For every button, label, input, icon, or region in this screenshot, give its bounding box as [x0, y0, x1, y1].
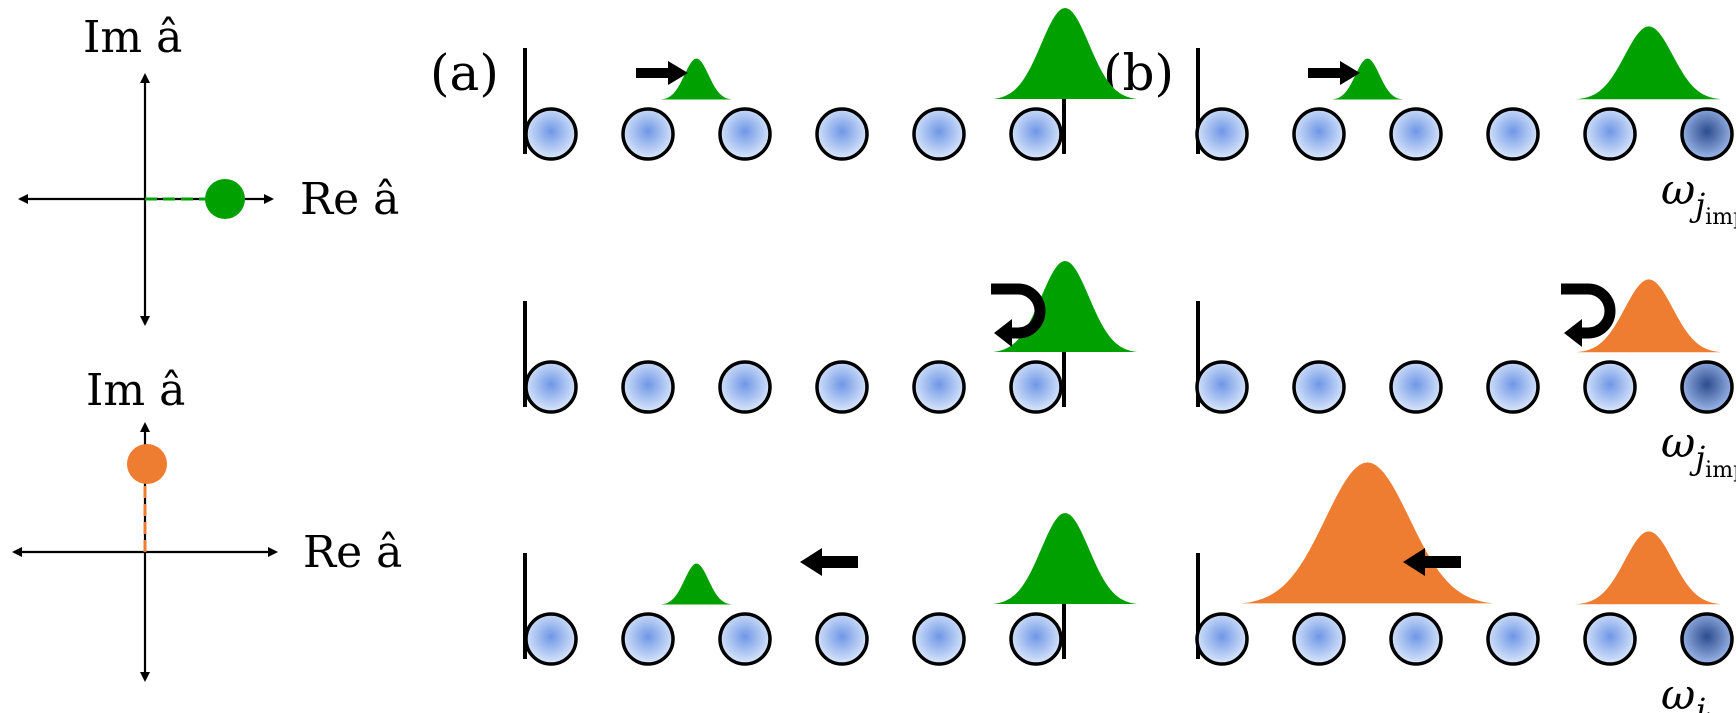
impurity-label-subsub: imp — [1705, 710, 1736, 713]
lattice-site — [1486, 360, 1540, 414]
phase-plot-top-y-arrow-bottom — [140, 316, 150, 326]
impurity-label-omega: ω — [1661, 418, 1695, 467]
wavepacket-green — [1576, 26, 1721, 100]
lattice-site — [1389, 360, 1443, 414]
arrow-right-head — [668, 61, 688, 85]
phase-plot-bottom-x-arrow-left — [12, 547, 22, 557]
lattice-site — [524, 612, 578, 666]
impurity-label-subsub: imp — [1705, 458, 1736, 483]
phase-plot-bottom: Im â Re â — [12, 365, 402, 682]
lattice-site — [1195, 107, 1249, 161]
phase-plot-top: Im â Re â — [18, 12, 399, 326]
lattice-site — [621, 360, 675, 414]
lattice-site — [1486, 107, 1540, 161]
phase-plot-bottom-re-label: Re â — [303, 527, 402, 578]
wavepacket-orange — [1241, 462, 1494, 604]
wavepacket-green — [993, 8, 1138, 99]
lattice-site — [815, 612, 869, 666]
return-arrow-head — [1564, 319, 1582, 347]
phase-plot-bottom-point — [127, 444, 167, 484]
lattice-site — [1486, 612, 1540, 666]
impurity-label-omega: ω — [1661, 165, 1695, 214]
wavepacket-green — [1331, 58, 1404, 100]
phase-plot-top-x-arrow-left — [18, 194, 28, 204]
wavepacket-orange — [1576, 279, 1721, 353]
phase-plot-top-x-arrow-right — [264, 194, 274, 204]
phase-plot-top-re-label: Re â — [300, 174, 399, 225]
lattice-site — [815, 360, 869, 414]
arrow-right-shaft — [1308, 68, 1342, 78]
lattice-site — [718, 107, 772, 161]
lattice-site — [1009, 107, 1063, 161]
row-1-panel-b: ωjimp — [1195, 26, 1736, 230]
lattice-site — [1009, 612, 1063, 666]
phase-plot-bottom-im-label: Im â — [86, 365, 185, 416]
phase-plot-top-point — [205, 179, 245, 219]
row-2-panel-b: ωjimp — [1195, 279, 1736, 483]
arrow-left-head — [1403, 548, 1425, 576]
lattice-site — [912, 107, 966, 161]
lattice-site — [1292, 360, 1346, 414]
lattice-site — [912, 360, 966, 414]
impurity-label: ωjimp — [1661, 418, 1736, 483]
chain-rows: ωjimp ωjimp ωjimp — [523, 8, 1736, 713]
impurity-label: ωjimp — [1661, 165, 1736, 230]
impurity-site — [1680, 612, 1734, 666]
impurity-site — [1680, 360, 1734, 414]
lattice-site — [1195, 612, 1249, 666]
phase-plot-top-im-label: Im â — [83, 12, 182, 63]
phase-plot-bottom-y-arrow-bottom — [140, 672, 150, 682]
lattice-site — [718, 360, 772, 414]
arrow-right-head — [1340, 61, 1360, 85]
return-arrow-head — [994, 319, 1012, 347]
impurity-site — [1680, 107, 1734, 161]
wavepacket-green — [660, 563, 733, 605]
phase-plot-bottom-y-arrow-top — [140, 422, 150, 432]
return-arrow-curve — [1561, 283, 1616, 339]
lattice-site — [1292, 107, 1346, 161]
impurity-label-subsub: imp — [1705, 205, 1736, 230]
lattice-site — [1195, 360, 1249, 414]
lattice-site — [1389, 107, 1443, 161]
lattice-site — [1389, 612, 1443, 666]
lattice-site — [912, 612, 966, 666]
lattice-site — [621, 107, 675, 161]
panel-a-label: (a) — [430, 44, 499, 102]
lattice-site — [815, 107, 869, 161]
lattice-site — [621, 612, 675, 666]
lattice-site — [718, 612, 772, 666]
phase-plot-top-y-arrow-top — [140, 73, 150, 83]
row-3-panel-b: ωjimp — [1195, 462, 1736, 713]
arrow-left-head — [800, 548, 822, 576]
wavepacket-green — [660, 58, 733, 100]
lattice-site — [1583, 612, 1637, 666]
lattice-site — [1583, 107, 1637, 161]
impurity-label-omega: ω — [1661, 670, 1695, 713]
arrow-right-shaft — [636, 68, 670, 78]
lattice-site — [1009, 360, 1063, 414]
impurity-label: ωjimp — [1661, 670, 1736, 713]
row-1-panel-a — [523, 8, 1138, 161]
wavepacket-green — [993, 513, 1138, 604]
wavepacket-orange — [1576, 531, 1721, 605]
row-2-panel-a — [523, 261, 1138, 414]
arrow-left-shaft — [1421, 556, 1461, 568]
lattice-site — [524, 360, 578, 414]
phase-plot-bottom-x-arrow-right — [268, 547, 278, 557]
row-3-panel-a — [523, 513, 1138, 666]
lattice-site — [524, 107, 578, 161]
return-arrow-curve — [991, 283, 1046, 339]
lattice-site — [1583, 360, 1637, 414]
arrow-left-shaft — [818, 556, 858, 568]
lattice-site — [1292, 612, 1346, 666]
